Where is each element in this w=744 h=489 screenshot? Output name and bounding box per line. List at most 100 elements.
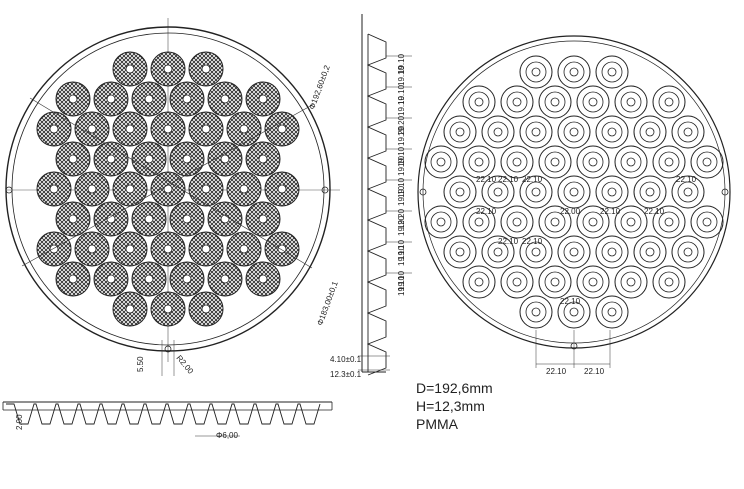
spec-diameter: D=192,6mm <box>416 380 493 396</box>
right-lens <box>519 235 553 269</box>
right-lens <box>671 115 705 149</box>
right-lens <box>633 235 667 269</box>
row-pitch-label: 19.20 <box>397 215 406 236</box>
right-lens <box>481 235 515 269</box>
spec-height: H=12,3mm <box>416 398 485 414</box>
right-lens <box>576 265 610 299</box>
column-pitch-label: 22.10 <box>560 297 581 306</box>
right-lens <box>557 235 591 269</box>
column-pitch-label: 22.10 <box>522 237 543 246</box>
row-pitch-label: 19.10 <box>397 155 406 176</box>
right-lens <box>595 295 629 329</box>
right-lens <box>557 55 591 89</box>
front-lens-array <box>36 51 300 327</box>
right-lens <box>443 235 477 269</box>
right-lens <box>462 265 496 299</box>
column-pitch-label: 22.10 <box>498 237 519 246</box>
right-lens <box>519 55 553 89</box>
right-lens <box>671 235 705 269</box>
section-pitch-label: 19.10 <box>397 84 406 105</box>
section-pitch-label: 19.10 <box>397 146 406 167</box>
tab-width-label: 5.50 <box>136 356 145 372</box>
section-pitch-label: 19.20 <box>397 115 406 136</box>
side-view: 2.00 Φ6,00 <box>2 401 333 440</box>
lens-diameter-label: Φ6,00 <box>216 431 239 440</box>
right-lens <box>500 265 534 299</box>
right-lens <box>538 205 572 239</box>
right-hole-right <box>721 188 729 196</box>
right-lens <box>462 85 496 119</box>
mount-hole-bottom <box>164 345 172 353</box>
section-pitch-label: 19.10 <box>397 270 406 291</box>
row-pitch-label: 19.10 <box>397 275 406 296</box>
right-lens <box>614 265 648 299</box>
total-height-label: 12.3±0.1 <box>330 370 362 379</box>
right-lens <box>500 85 534 119</box>
right-lens <box>481 175 515 209</box>
outer-diameter-label: Φ192,60±0,2 <box>307 64 332 111</box>
row-pitch-label: 19.10 <box>397 65 406 86</box>
right-lens <box>500 205 534 239</box>
column-pitch-label: 22.10 <box>600 207 621 216</box>
right-lens <box>557 115 591 149</box>
right-lens <box>462 145 496 179</box>
right-lens <box>595 55 629 89</box>
column-pitch-label: 22.10 <box>476 175 497 184</box>
right-lens <box>595 115 629 149</box>
section-pitch-label: 19.10 <box>397 177 406 198</box>
right-lens <box>557 175 591 209</box>
row-pitch-label: 19.10 <box>397 95 406 116</box>
right-lens-array <box>424 55 724 329</box>
right-lens <box>690 205 724 239</box>
right-lens <box>519 295 553 329</box>
section-pitch-label: 19.10 <box>397 239 406 260</box>
right-lens <box>614 145 648 179</box>
right-lens <box>500 145 534 179</box>
right-lens <box>633 115 667 149</box>
row-pitch-label: 19.10 <box>397 245 406 266</box>
right-lens <box>652 145 686 179</box>
section-pitch-label: 19.10 <box>397 53 406 74</box>
side-height-label: 2.00 <box>15 414 24 430</box>
column-pitch-label: 22.10 <box>522 175 543 184</box>
right-lens <box>614 205 648 239</box>
right-lens <box>538 85 572 119</box>
right-lens <box>671 175 705 209</box>
spec-material: PMMA <box>416 416 458 432</box>
right-lens <box>538 145 572 179</box>
column-pitch-label: 22.10 <box>476 207 497 216</box>
row-pitch-label: 19.20 <box>397 125 406 146</box>
column-pitch-label: 22.00 <box>560 207 581 216</box>
bottom-pitch-label-1: 22.10 <box>546 367 567 376</box>
tab-radius-label: R2.00 <box>174 354 195 377</box>
bolt-circle-label: Φ183,00±0,1 <box>315 280 340 327</box>
side-profile-teeth <box>6 403 321 425</box>
right-lens <box>481 115 515 149</box>
right-lens <box>519 115 553 149</box>
section-teeth <box>366 33 387 376</box>
right-hole-left <box>419 188 427 196</box>
right-lens <box>462 205 496 239</box>
mount-hole-left <box>5 186 13 194</box>
right-lens <box>576 205 610 239</box>
column-pitch-label: 22.10 <box>644 207 665 216</box>
right-lens <box>576 85 610 119</box>
step-height-label: 4.10±0.1 <box>330 355 362 364</box>
right-lens <box>652 265 686 299</box>
right-lens <box>690 145 724 179</box>
section-pitch-label: 19.20 <box>397 208 406 229</box>
right-lens <box>424 205 458 239</box>
column-pitch-label: 22.10 <box>498 175 519 184</box>
bottom-pitch-label-2: 22.10 <box>584 367 605 376</box>
right-lens <box>614 85 648 119</box>
right-lens <box>424 145 458 179</box>
row-pitch-label: 19.10 <box>397 185 406 206</box>
right-lens <box>652 85 686 119</box>
column-pitch-label: 22.10 <box>676 175 697 184</box>
right-lens <box>595 175 629 209</box>
right-lens <box>595 235 629 269</box>
right-view: 19.1019.1019.2019.1019.1019.2019.1019.10… <box>397 35 731 376</box>
